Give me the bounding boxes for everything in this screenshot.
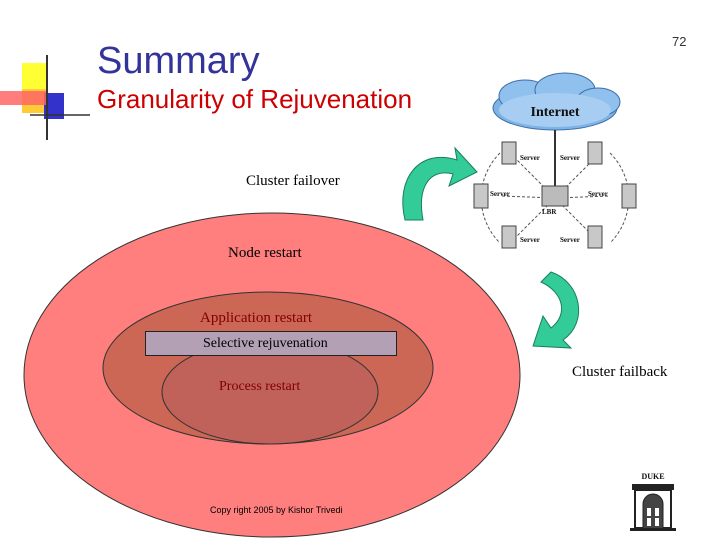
server-icon (501, 225, 517, 249)
server-icon (621, 183, 637, 209)
application-restart-label: Application restart (200, 310, 313, 326)
cluster-network-diagram: Internet Server Server Server S (473, 72, 637, 249)
server-icon (473, 183, 489, 209)
slide-subtitle: Granularity of Rejuvenation (97, 84, 413, 114)
decorative-squares (0, 55, 90, 140)
server-icon (587, 141, 603, 165)
internet-label: Internet (531, 105, 580, 120)
server-label: Server (490, 190, 510, 198)
slide-title: Summary (97, 40, 260, 82)
internet-cloud-icon (492, 72, 621, 131)
failover-arrow-icon (402, 146, 478, 221)
server-label: Server (560, 154, 580, 162)
lbr-icon (541, 185, 569, 207)
server-icon (501, 141, 517, 165)
node-restart-label: Node restart (228, 245, 302, 261)
svg-text:DUKE: DUKE (641, 472, 664, 481)
cluster-failover-label: Cluster failover (246, 173, 340, 189)
lbr-label: LBR (542, 208, 557, 216)
failback-arrow-icon (532, 271, 580, 349)
page-number: 72 (672, 34, 687, 49)
server-label: Server (588, 190, 608, 198)
copyright-text: Copy right 2005 by Kishor Trivedi (210, 505, 343, 515)
selective-rejuvenation-box: Selective rejuvenation (145, 331, 397, 356)
cluster-failback-label: Cluster failback (572, 364, 668, 380)
server-label: Server (560, 236, 580, 244)
process-restart-label: Process restart (219, 379, 301, 394)
server-label: Server (520, 154, 540, 162)
duke-logo-icon: DUKE (630, 472, 676, 531)
server-label: Server (520, 236, 540, 244)
server-icon (587, 225, 603, 249)
